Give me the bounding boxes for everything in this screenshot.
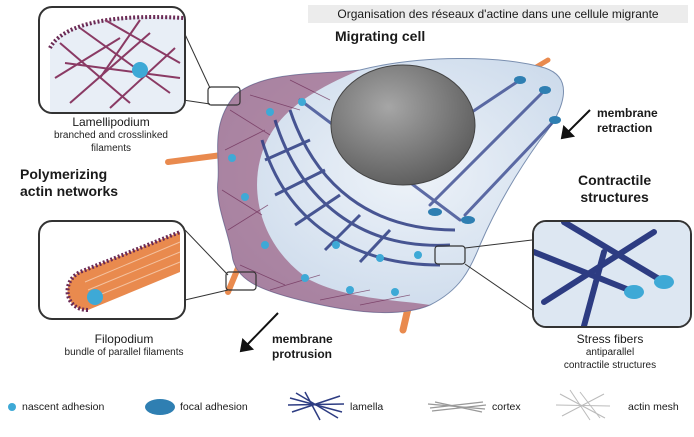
lamellipodium-inset [38, 6, 186, 114]
stress-fibers-desc: contractile structures [563, 360, 657, 371]
stress-fibers-label: Stress fibers antiparallel contractile s… [532, 332, 688, 372]
lamella-fibers [260, 109, 456, 267]
actin-mesh-rim [217, 70, 430, 313]
callout-lines [182, 29, 533, 311]
lamella-icon [287, 391, 345, 421]
cell-body [217, 58, 564, 314]
nucleus [330, 64, 476, 186]
lamellipodium-name: Lamellipodium [72, 115, 150, 129]
lamellipodium-label: Lamellipodium branched and crosslinked f… [24, 115, 198, 155]
legend-label-nascent-adhesion: nascent adhesion [22, 401, 105, 413]
callout-box-stress-fibers [434, 245, 466, 265]
stress-fibers-name: Stress fibers [576, 332, 644, 346]
stress-fibers-desc: antiparallel [585, 347, 635, 358]
membrane-protrusion-label: membrane protrusion [272, 332, 333, 362]
retraction-line: membrane [597, 106, 658, 120]
actin-mesh-icon [555, 389, 611, 421]
filopodium-label: Filopodium bundle of parallel filaments [24, 332, 224, 359]
figure-caption: Organisation des réseaux d'actine dans u… [308, 5, 688, 23]
legend-label-focal-adhesion: focal adhesion [180, 401, 248, 413]
left-heading: Polymerizing actin networks [20, 166, 118, 200]
protrusion-line: protrusion [272, 347, 332, 361]
membrane-retraction-label: membrane retraction [597, 106, 658, 136]
callout-box-filopodium [225, 271, 257, 291]
membrane-protrusion-arrow [239, 312, 279, 353]
callout-box-lamellipodium [207, 86, 241, 106]
lamellipodium-desc: filaments [90, 143, 131, 154]
legend-label-actin-mesh: actin mesh [628, 401, 679, 413]
nascent-adhesion-icon [8, 403, 16, 411]
left-heading-line: Polymerizing [20, 166, 108, 182]
right-heading-line: Contractile [578, 172, 652, 188]
lamellipodium-detail [48, 15, 184, 112]
right-heading-line: structures [580, 189, 649, 205]
protrusion-line: membrane [272, 332, 333, 346]
diagram-title: Migrating cell [335, 28, 426, 44]
legend-label-lamella: lamella [350, 401, 384, 413]
filopodium-desc: bundle of parallel filaments [64, 347, 184, 358]
filopodium-spike [165, 152, 225, 165]
stress-fibers-detail [534, 222, 690, 326]
focal-adhesion-dots [428, 76, 561, 224]
stress-fibers-inset [532, 220, 692, 328]
retraction-line: retraction [597, 121, 653, 135]
mesh-texture [221, 79, 411, 306]
left-heading-line: actin networks [20, 183, 119, 199]
membrane-retraction-arrow [560, 109, 591, 140]
legend-label-cortex: cortex [492, 401, 521, 413]
filopodium-name: Filopodium [94, 332, 154, 346]
filopodium-detail [65, 230, 181, 312]
adhesion-dots [228, 98, 422, 296]
right-heading: Contractile structures [578, 172, 651, 206]
filopodium-inset [38, 220, 186, 320]
focal-adhesion-icon [145, 399, 175, 415]
cortex-icon [427, 401, 487, 413]
lamellipodium-desc: branched and crosslinked [54, 130, 168, 141]
